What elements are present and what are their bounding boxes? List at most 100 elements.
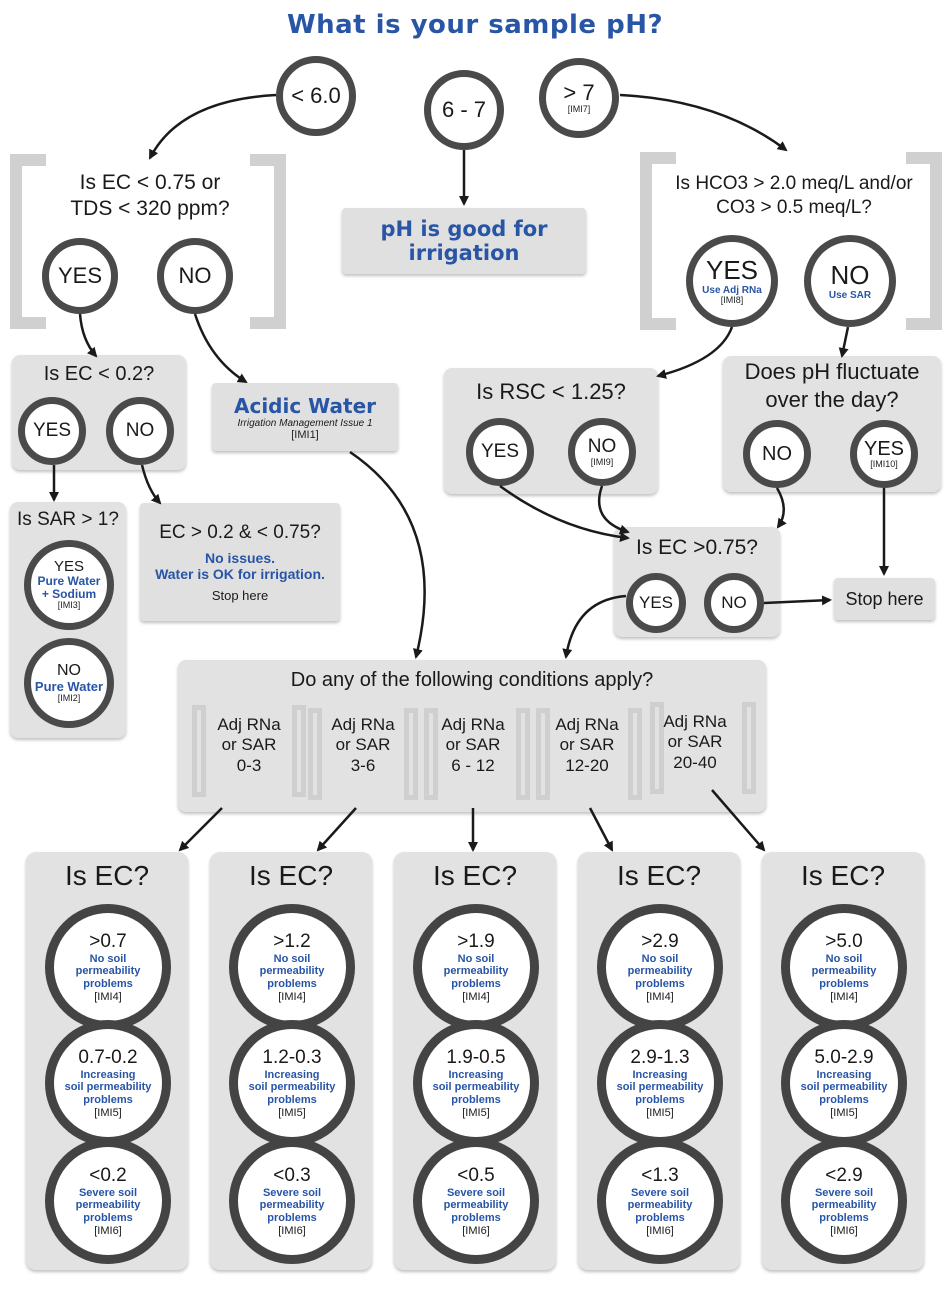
ph-high-label: > 7	[563, 79, 595, 105]
fluctuate-no-circle[interactable]: NO	[743, 420, 811, 488]
range-0-line1: Adj RNa	[217, 715, 281, 734]
ec-desc-line1: Increasing	[816, 1068, 872, 1081]
ec-desc-line3: problems	[267, 1093, 317, 1106]
ec-circle-low[interactable]: <1.3 Severe soil permeability problems […	[597, 1138, 723, 1264]
arrow-ec02no-to-ecmid	[140, 464, 162, 505]
sar-yes-desc1: Pure Water	[37, 574, 101, 589]
ec-circle-mid[interactable]: 1.9-0.5 Increasing soil permeability pro…	[413, 1020, 539, 1146]
ec-desc-line1: No soil	[825, 952, 863, 965]
ec-code: [IMI6]	[830, 1224, 858, 1237]
ec-circle-mid[interactable]: 5.0-2.9 Increasing soil permeability pro…	[781, 1020, 907, 1146]
ec-code: [IMI5]	[278, 1106, 306, 1119]
ec02-yes-circle[interactable]: YES	[18, 397, 86, 465]
range-3-value: 12-20	[565, 755, 609, 775]
left-bracket-open	[10, 154, 46, 329]
ec-desc-line3: problems	[267, 1211, 317, 1224]
range-3-line2: or SAR	[559, 735, 615, 755]
right-yes-circle[interactable]: YES Use Adj RNa [IMI8]	[686, 235, 778, 327]
range-0-value: 0-3	[236, 755, 262, 775]
fluctuate-yes-code: [IMI10]	[870, 459, 898, 470]
ec-mid-stop: Stop here	[211, 587, 269, 603]
ec-desc-line3: problems	[451, 1211, 501, 1224]
rsc-question: Is RSC < 1.25?	[476, 379, 626, 404]
ec-mid-line2: Water is OK for irrigation.	[155, 565, 325, 582]
ec-circle-high[interactable]: >0.7 No soil permeability problems [IMI4…	[45, 904, 171, 1030]
rsc-no-label: NO	[587, 435, 617, 457]
arrow-high-to-hco3	[619, 93, 788, 152]
ec-desc-line1: Severe soil	[630, 1186, 690, 1199]
ec-mid-line1: No issues.	[204, 549, 276, 566]
stop-here-box[interactable]: Stop here	[834, 578, 935, 620]
range-3[interactable]: Adj RNa or SAR 12-20	[542, 715, 632, 776]
ec-circle-mid[interactable]: 1.2-0.3 Increasing soil permeability pro…	[229, 1020, 355, 1146]
range-2[interactable]: Adj RNa or SAR 6 - 12	[428, 715, 518, 776]
ec-column-0: Is EC? >0.7 No soil permeability problem…	[26, 852, 188, 1270]
ec075-no-circle[interactable]: NO	[704, 573, 764, 633]
range-2-line1: Adj RNa	[441, 715, 505, 734]
range-4[interactable]: Adj RNa or SAR 20-40	[650, 712, 740, 773]
ec-circle-low[interactable]: <2.9 Severe soil permeability problems […	[781, 1138, 907, 1264]
right-no-circle[interactable]: NO Use SAR	[804, 235, 896, 327]
sar-yes-desc2: + Sodium	[41, 587, 97, 602]
ec-column-2: Is EC? >1.9 No soil permeability problem…	[394, 852, 556, 1270]
range-1-line2: or SAR	[335, 735, 391, 755]
range-bracket-open-3	[536, 708, 550, 800]
range-1-line1: Adj RNa	[331, 715, 395, 734]
fluctuate-yes-circle[interactable]: YES [IMI10]	[850, 420, 918, 488]
ec02-no-circle[interactable]: NO	[106, 397, 174, 465]
ec-value: >5.0	[825, 930, 863, 952]
ec-code: [IMI4]	[278, 990, 306, 1003]
ec-desc-line3: problems	[635, 977, 685, 990]
ph-good-box[interactable]: pH is good for irrigation	[342, 208, 586, 274]
ph-low-label: < 6.0	[291, 82, 341, 108]
acidic-water-box[interactable]: Acidic Water Irrigation Management Issue…	[212, 383, 398, 451]
ec-desc-line3: problems	[83, 1093, 133, 1106]
ec-desc-line1: Severe soil	[446, 1186, 506, 1199]
ec-circle-mid[interactable]: 0.7-0.2 Increasing soil permeability pro…	[45, 1020, 171, 1146]
ec-circle-high[interactable]: >1.2 No soil permeability problems [IMI4…	[229, 904, 355, 1030]
ec-code: [IMI4]	[646, 990, 674, 1003]
ec-code: [IMI6]	[646, 1224, 674, 1237]
ec-desc-line2: soil permeability	[64, 1081, 152, 1094]
left-bracket-close	[250, 154, 286, 329]
ec-value: 1.9-0.5	[446, 1046, 506, 1068]
fluctuate-question-line1: Does pH fluctuate	[744, 359, 920, 384]
ec-desc-line1: No soil	[273, 952, 311, 965]
range-bracket-open-4	[650, 702, 664, 794]
right-no-label: NO	[830, 260, 870, 291]
ec-circle-high[interactable]: >5.0 No soil permeability problems [IMI4…	[781, 904, 907, 1030]
ec-column-header: Is EC?	[248, 860, 334, 891]
sar-yes-circle[interactable]: YES Pure Water + Sodium [IMI3]	[24, 540, 114, 630]
range-1-value: 3-6	[350, 755, 376, 775]
ec-desc-line2: permeability	[627, 965, 693, 978]
left-yes-circle[interactable]: YES	[42, 238, 118, 314]
ph-high-circle[interactable]: > 7 [IMI7]	[539, 58, 619, 138]
ec-desc-line3: problems	[267, 977, 317, 990]
ec-circle-low[interactable]: <0.2 Severe soil permeability problems […	[45, 1138, 171, 1264]
ph-mid-circle[interactable]: 6 - 7	[424, 70, 504, 150]
rsc-yes-circle[interactable]: YES	[466, 418, 534, 486]
right-yes-label: YES	[705, 255, 759, 286]
ec-mid-box[interactable]: EC > 0.2 & < 0.75? No issues. Water is O…	[140, 503, 340, 621]
ec-circle-low[interactable]: <0.5 Severe soil permeability problems […	[413, 1138, 539, 1264]
ec-column-4: Is EC? >5.0 No soil permeability problem…	[762, 852, 924, 1270]
conditions-panel	[178, 660, 766, 812]
range-0[interactable]: Adj RNa or SAR 0-3	[204, 715, 294, 776]
ec-desc-line2: permeability	[811, 965, 877, 978]
ec-column-header: Is EC?	[64, 860, 150, 891]
ec-circle-mid[interactable]: 2.9-1.3 Increasing soil permeability pro…	[597, 1020, 723, 1146]
rsc-no-circle[interactable]: NO [IMI9]	[568, 418, 636, 486]
ec-value: <0.2	[89, 1164, 127, 1186]
sar-no-circle[interactable]: NO Pure Water [IMI2]	[24, 638, 114, 728]
left-no-circle[interactable]: NO	[157, 238, 233, 314]
ec075-yes-circle[interactable]: YES	[626, 573, 686, 633]
sar-no-code: [IMI2]	[57, 693, 81, 703]
ec-desc-line1: Increasing	[448, 1068, 504, 1081]
ec-code: [IMI6]	[462, 1224, 490, 1237]
right-bracket-open	[640, 152, 676, 330]
range-1[interactable]: Adj RNa or SAR 3-6	[318, 715, 408, 776]
sar-yes-label: YES	[53, 557, 84, 575]
ec-circle-low[interactable]: <0.3 Severe soil permeability problems […	[229, 1138, 355, 1264]
ph-low-circle[interactable]: < 6.0	[276, 56, 356, 136]
sar-no-label: NO	[57, 662, 81, 680]
